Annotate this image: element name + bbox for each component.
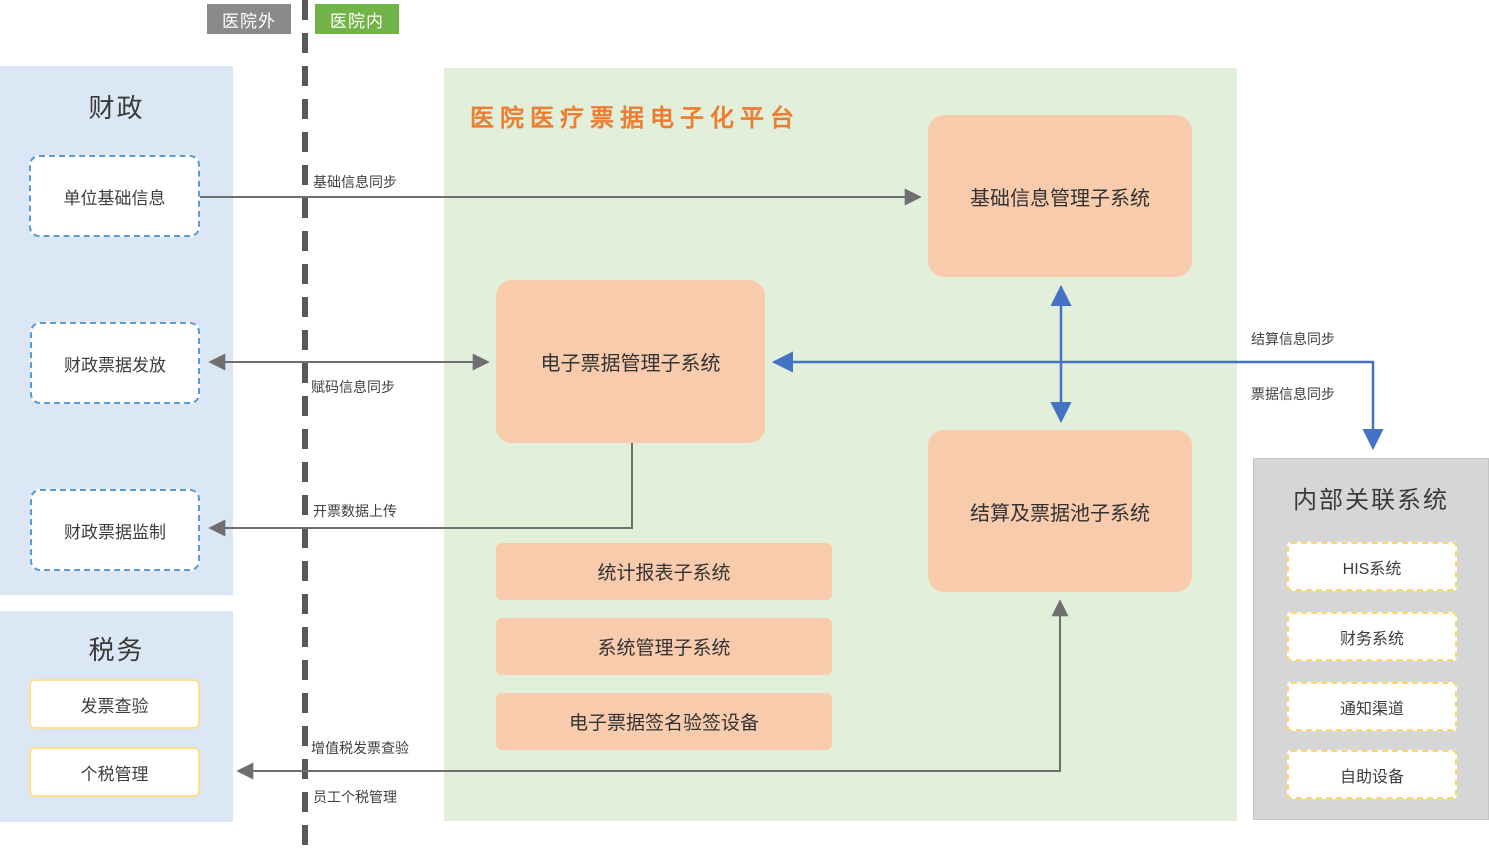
zone-badge-outside-label: 医院外 [222, 11, 276, 31]
label-employee-tax-mgmt: 员工个税管理 [313, 789, 397, 805]
node-ebill-mgmt-subsystem: 电子票据管理子系统 [496, 280, 765, 443]
label-base-info-sync: 基础信息同步 [313, 174, 397, 190]
label-vat-invoice-check: 增值税发票查验 [311, 740, 409, 756]
node-statistics-report-subsystem: 统计报表子系统 [496, 543, 832, 600]
node-basic-info-mgmt-subsystem: 基础信息管理子系统 [928, 115, 1192, 277]
node-settlement-bill-pool-subsystem: 结算及票据池子系统 [928, 430, 1192, 592]
internal-systems-title: 内部关联系统 [1293, 487, 1449, 514]
node-invoice-verification: 发票查验 [29, 679, 200, 729]
node-personal-tax-mgmt: 个税管理 [29, 747, 200, 797]
node-unit-basic-info: 单位基础信息 [29, 155, 200, 237]
node-his-system: HIS系统 [1287, 542, 1457, 591]
node-ebill-signature-device: 电子票据签名验签设备 [496, 693, 832, 750]
node-fiscal-bill-supervision: 财政票据监制 [30, 489, 200, 571]
zone-badge-outside-hospital: 医院外 [207, 4, 291, 34]
tax-panel-title: 税务 [88, 635, 145, 665]
finance-panel-title: 财政 [88, 93, 145, 123]
node-fiscal-bill-issuance: 财政票据发放 [30, 322, 200, 404]
zone-badge-inside-hospital: 医院内 [315, 4, 399, 34]
zone-divider-dashed-line [302, 0, 308, 857]
node-self-service-device: 自助设备 [1287, 750, 1457, 799]
platform-title: 医院医疗票据电子化平台 [470, 105, 800, 132]
label-code-info-sync: 赋码信息同步 [311, 379, 395, 395]
node-notification-channel: 通知渠道 [1287, 682, 1457, 731]
label-invoice-data-upload: 开票数据上传 [313, 503, 397, 519]
zone-badge-inside-label: 医院内 [330, 11, 384, 31]
label-settlement-info-sync: 结算信息同步 [1251, 331, 1335, 347]
node-finance-system: 财务系统 [1287, 612, 1457, 661]
label-bill-info-sync: 票据信息同步 [1251, 386, 1335, 402]
node-system-mgmt-subsystem: 系统管理子系统 [496, 618, 832, 675]
